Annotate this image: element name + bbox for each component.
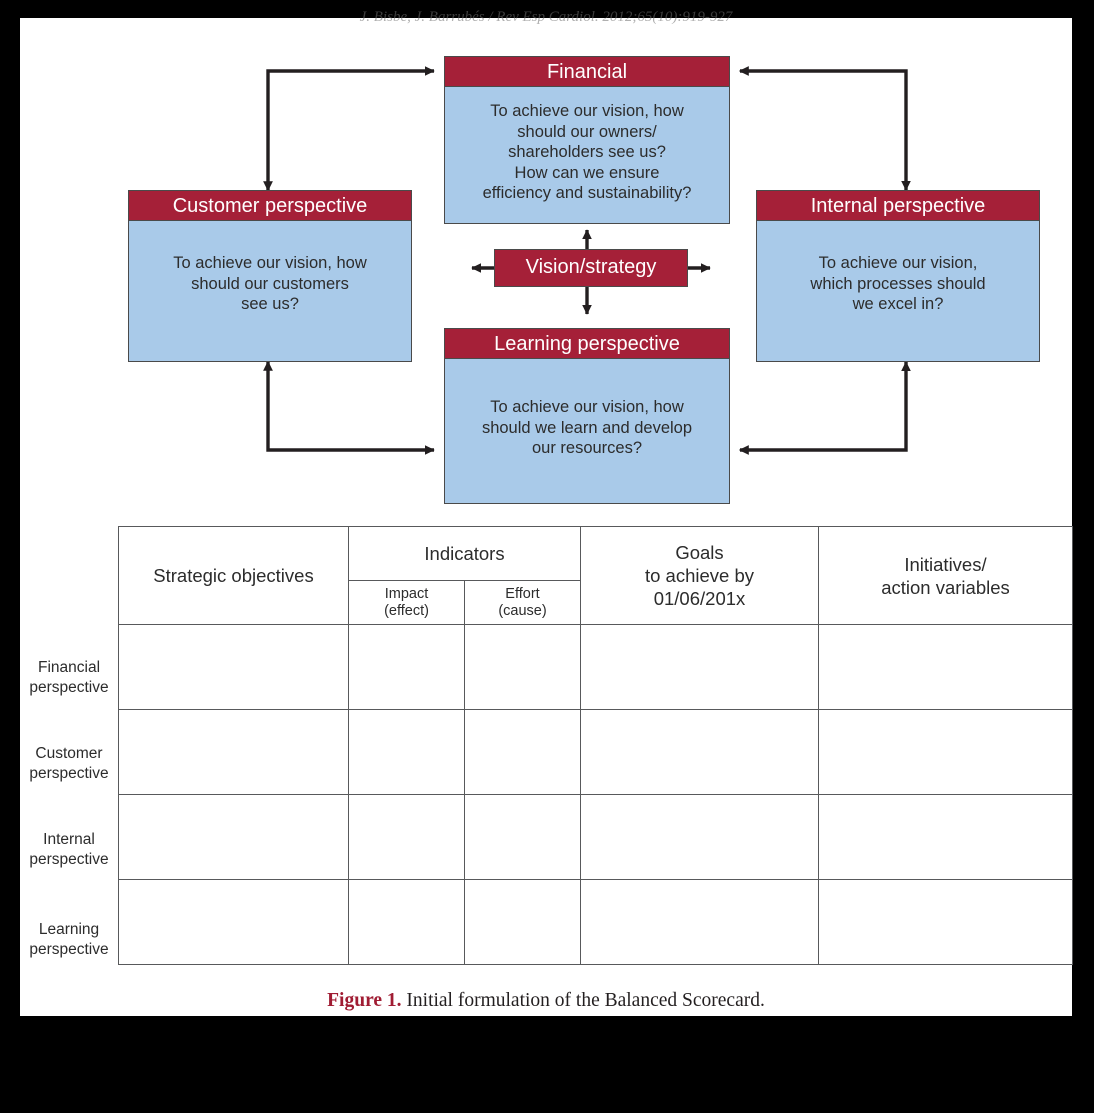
header-indicators: Indicators [348, 526, 581, 581]
cell-effort[interactable] [464, 879, 581, 965]
table-row [118, 879, 1073, 965]
row-label-learning: Learning perspective [29, 921, 109, 958]
cell-goals[interactable] [580, 624, 819, 710]
arrow-learning-internal [738, 361, 911, 455]
cell-impact[interactable] [348, 794, 465, 880]
table-header-row-2: Impact (effect) Effort (cause) [119, 580, 1073, 625]
box-financial-title: Financial [445, 57, 729, 87]
box-customer-body: To achieve our vision, how should our cu… [173, 254, 367, 313]
cell-effort[interactable] [464, 709, 581, 795]
figure-label: Figure 1. [327, 990, 402, 1011]
row-label-financial: Financial perspective [29, 659, 109, 696]
header-strategic-objectives: Strategic objectives [118, 526, 349, 625]
box-internal-title: Internal perspective [757, 191, 1039, 221]
cell-effort[interactable] [464, 794, 581, 880]
running-header: J. Bisbe, J. Barrubés / Rev Esp Cardiol.… [359, 9, 733, 25]
header-goals: Goals to achieve by 01/06/201x [580, 526, 819, 625]
box-vision-strategy: Vision/strategy [494, 249, 688, 287]
box-learning-body: To achieve our vision, how should we lea… [481, 398, 693, 457]
cell-initiatives[interactable] [818, 794, 1073, 880]
header-effort-cause: Effort (cause) [464, 580, 581, 625]
box-customer-perspective: Customer perspective To achieve our visi… [128, 190, 412, 362]
cell-impact[interactable] [348, 624, 465, 710]
arrow-customer-financial [263, 66, 435, 192]
table-row [118, 624, 1073, 710]
cell-objectives[interactable] [118, 794, 349, 880]
paper-area: J. Bisbe, J. Barrubés / Rev Esp Cardiol.… [20, 9, 1073, 1016]
box-internal-perspective: Internal perspective To achieve our visi… [756, 190, 1040, 362]
box-customer-title: Customer perspective [129, 191, 411, 221]
cell-goals[interactable] [580, 794, 819, 880]
balanced-scorecard-table-wrap: Financial perspective Customer perspecti… [20, 518, 1073, 978]
arrow-financial-internal [738, 66, 911, 191]
figure-caption: Figure 1. Initial formulation of the Bal… [20, 990, 1072, 1012]
cell-impact[interactable] [348, 879, 465, 965]
box-learning-perspective: Learning perspective To achieve our visi… [444, 328, 730, 504]
figure-caption-text: Initial formulation of the Balanced Scor… [401, 990, 765, 1011]
table-row [118, 794, 1073, 880]
table-header-row-1: Strategic objectives Indicators Goals to… [118, 526, 1073, 625]
cell-objectives[interactable] [118, 624, 349, 710]
header-impact-effect: Impact (effect) [348, 580, 465, 625]
cell-goals[interactable] [580, 879, 819, 965]
cell-goals[interactable] [580, 709, 819, 795]
cell-objectives[interactable] [118, 879, 349, 965]
cell-impact[interactable] [348, 709, 465, 795]
cell-initiatives[interactable] [818, 709, 1073, 795]
table-row [118, 709, 1073, 795]
box-learning-title: Learning perspective [445, 329, 729, 359]
cell-initiatives[interactable] [818, 624, 1073, 710]
arrow-connectors [263, 66, 911, 455]
balanced-scorecard-table: Strategic objectives Indicators Goals to… [118, 526, 1073, 965]
box-financial-body: To achieve our vision, how should our ow… [482, 102, 692, 202]
cell-effort[interactable] [464, 624, 581, 710]
box-internal-body: To achieve our vision, which processes s… [810, 254, 986, 313]
row-label-customer: Customer perspective [29, 745, 109, 782]
cell-initiatives[interactable] [818, 879, 1073, 965]
table-body [118, 624, 1073, 965]
header-initiatives: Initiatives/ action variables [818, 526, 1073, 625]
box-financial: Financial To achieve our vision, how sho… [444, 56, 730, 224]
row-label-internal: Internal perspective [29, 831, 109, 868]
cell-objectives[interactable] [118, 709, 349, 795]
arrow-customer-learning [263, 360, 435, 455]
balanced-scorecard-diagram: Financial To achieve our vision, how sho… [20, 18, 1072, 518]
